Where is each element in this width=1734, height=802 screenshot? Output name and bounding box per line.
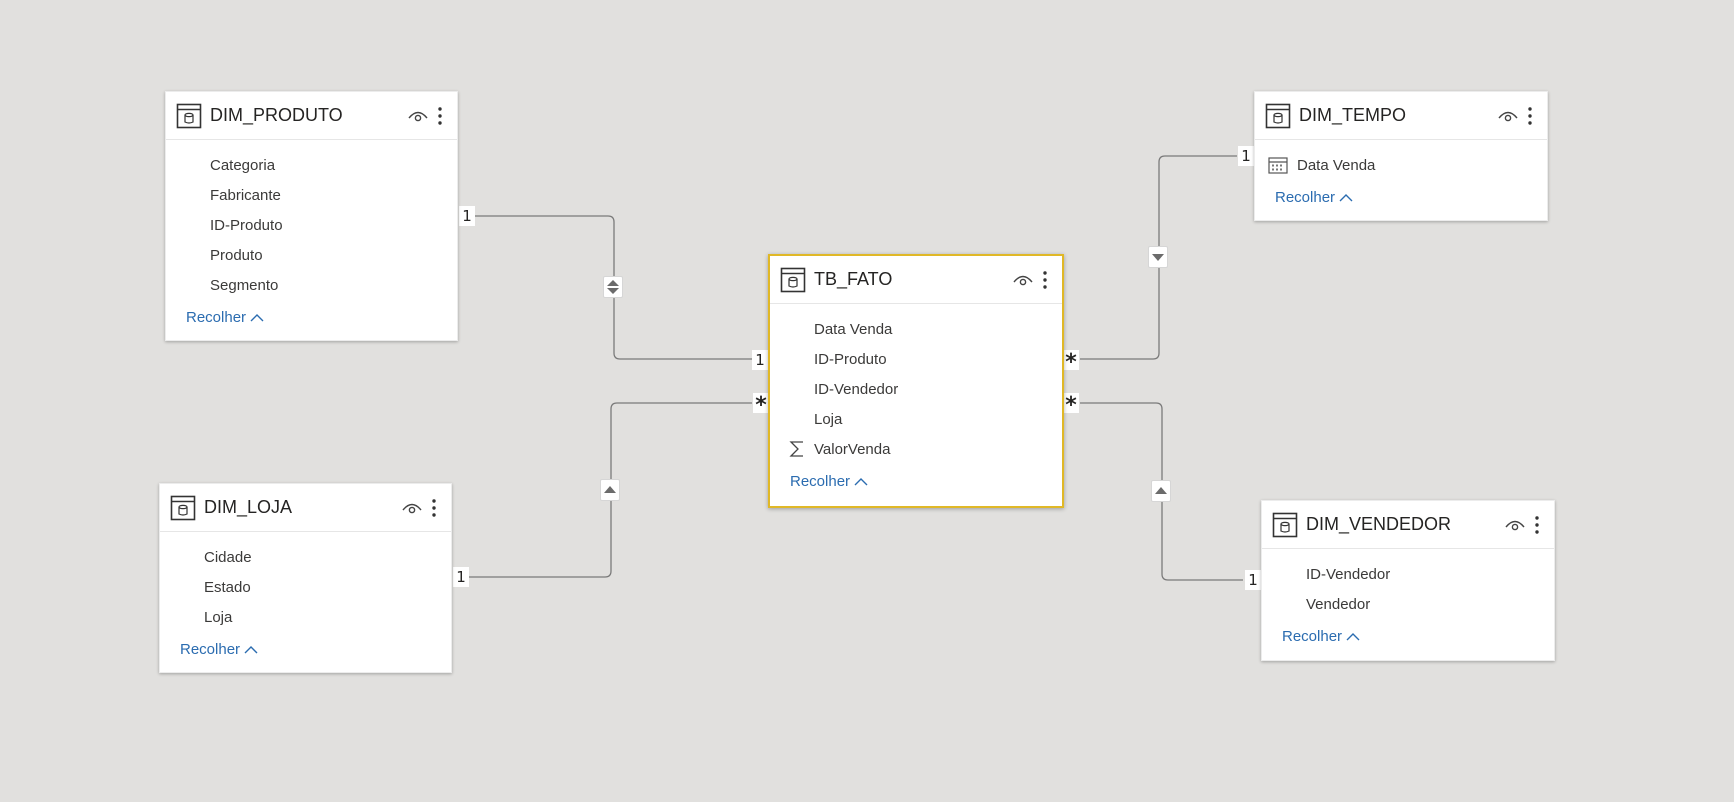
field-name: Vendedor: [1306, 595, 1371, 613]
field-row[interactable]: Data Venda: [1255, 150, 1547, 180]
field-row[interactable]: Cidade: [160, 542, 451, 572]
more-options-icon[interactable]: [429, 105, 451, 127]
field-row[interactable]: ID-Produto: [166, 210, 457, 240]
field-row[interactable]: ValorVenda: [770, 434, 1062, 464]
field-name: Produto: [210, 246, 263, 264]
collapse-label: Recolher: [186, 308, 247, 326]
field-name: ID-Produto: [814, 350, 887, 368]
eye-icon[interactable]: [401, 497, 423, 519]
field-row[interactable]: Fabricante: [166, 180, 457, 210]
table-card-dim-loja[interactable]: DIM_LOJA Cidade Estado Loja Recolher: [159, 483, 452, 673]
field-row[interactable]: Data Venda: [770, 314, 1062, 344]
collapse-label: Recolher: [790, 472, 851, 490]
cardinality-one-tempo-side: 1: [1238, 146, 1254, 166]
field-name: Loja: [814, 410, 843, 428]
filter-direction-both-icon[interactable]: [603, 276, 623, 298]
calendar-icon: [1267, 155, 1289, 175]
field-name: ID-Vendedor: [814, 380, 899, 398]
eye-icon[interactable]: [1012, 269, 1034, 291]
field-name: ID-Vendedor: [1306, 565, 1391, 583]
field-name: Segmento: [210, 276, 279, 294]
more-options-icon[interactable]: [1034, 269, 1056, 291]
field-name: Loja: [204, 608, 233, 626]
chevron-up-icon: [854, 477, 868, 485]
table-card-tb-fato[interactable]: TB_FATO Data Venda ID-Produto ID-Vendedo…: [768, 254, 1064, 508]
field-name: Categoria: [210, 156, 276, 174]
field-name: ID-Produto: [210, 216, 283, 234]
table-icon: [1265, 103, 1291, 129]
filter-direction-up-icon[interactable]: [1151, 480, 1171, 502]
filter-direction-up-icon[interactable]: [600, 479, 620, 501]
eye-icon[interactable]: [1497, 105, 1519, 127]
table-card-dim-vendedor[interactable]: DIM_VENDEDOR ID-Vendedor Vendedor Recolh…: [1261, 500, 1555, 661]
cardinality-one-produto-side: 1: [459, 206, 475, 226]
table-title: TB_FATO: [814, 269, 893, 289]
table-icon: [780, 267, 806, 293]
field-row[interactable]: Estado: [160, 572, 451, 602]
cardinality-many-fato-loja: *: [753, 393, 769, 413]
collapse-button[interactable]: Recolher: [186, 304, 264, 330]
field-row[interactable]: ID-Produto: [770, 344, 1062, 374]
cardinality-one-fato-produto: 1: [752, 350, 768, 370]
table-card-dim-produto[interactable]: DIM_PRODUTO Categoria Fabricante ID-Prod…: [165, 91, 458, 341]
table-header[interactable]: DIM_PRODUTO: [166, 92, 457, 140]
field-row[interactable]: ID-Vendedor: [1262, 559, 1554, 589]
table-title: DIM_TEMPO: [1299, 105, 1407, 125]
field-name: Data Venda: [1297, 156, 1376, 174]
field-row[interactable]: Categoria: [166, 150, 457, 180]
field-row[interactable]: ID-Vendedor: [770, 374, 1062, 404]
table-icon: [176, 103, 202, 129]
cardinality-one-loja-side: 1: [453, 567, 469, 587]
field-name: ValorVenda: [814, 440, 891, 458]
table-title: DIM_LOJA: [204, 497, 293, 517]
field-row[interactable]: Segmento: [166, 270, 457, 300]
chevron-up-icon: [250, 313, 264, 321]
table-title: DIM_VENDEDOR: [1306, 514, 1452, 534]
more-options-icon[interactable]: [1526, 514, 1548, 536]
table-header[interactable]: DIM_VENDEDOR: [1262, 501, 1554, 549]
chevron-up-icon: [1346, 632, 1360, 640]
field-name: Data Venda: [814, 320, 893, 338]
filter-direction-down-icon[interactable]: [1148, 246, 1168, 268]
eye-icon[interactable]: [407, 105, 429, 127]
cardinality-one-vendedor-side: 1: [1245, 570, 1261, 590]
table-card-dim-tempo[interactable]: DIM_TEMPO Data Venda Recolher: [1254, 91, 1548, 221]
collapse-button[interactable]: Recolher: [1282, 623, 1360, 649]
cardinality-many-fato-tempo: *: [1063, 350, 1079, 370]
chevron-up-icon: [1339, 193, 1353, 201]
collapse-label: Recolher: [1282, 627, 1343, 645]
collapse-button[interactable]: Recolher: [790, 468, 868, 494]
collapse-button[interactable]: Recolher: [1275, 184, 1353, 210]
more-options-icon[interactable]: [423, 497, 445, 519]
table-title: DIM_PRODUTO: [210, 105, 343, 125]
collapse-label: Recolher: [180, 640, 241, 658]
field-row[interactable]: Vendedor: [1262, 589, 1554, 619]
field-row[interactable]: Produto: [166, 240, 457, 270]
field-name: Cidade: [204, 548, 252, 566]
table-icon: [1272, 512, 1298, 538]
collapse-button[interactable]: Recolher: [180, 636, 258, 662]
more-options-icon[interactable]: [1519, 105, 1541, 127]
table-header[interactable]: DIM_LOJA: [160, 484, 451, 532]
field-row[interactable]: Loja: [160, 602, 451, 632]
field-row[interactable]: Loja: [770, 404, 1062, 434]
field-name: Estado: [204, 578, 251, 596]
cardinality-many-fato-vendedor: *: [1063, 393, 1079, 413]
collapse-label: Recolher: [1275, 188, 1336, 206]
chevron-up-icon: [244, 645, 258, 653]
sigma-icon: [782, 439, 812, 459]
field-name: Fabricante: [210, 186, 281, 204]
eye-icon[interactable]: [1504, 514, 1526, 536]
table-header[interactable]: TB_FATO: [770, 256, 1062, 304]
table-header[interactable]: DIM_TEMPO: [1255, 92, 1547, 140]
table-icon: [170, 495, 196, 521]
